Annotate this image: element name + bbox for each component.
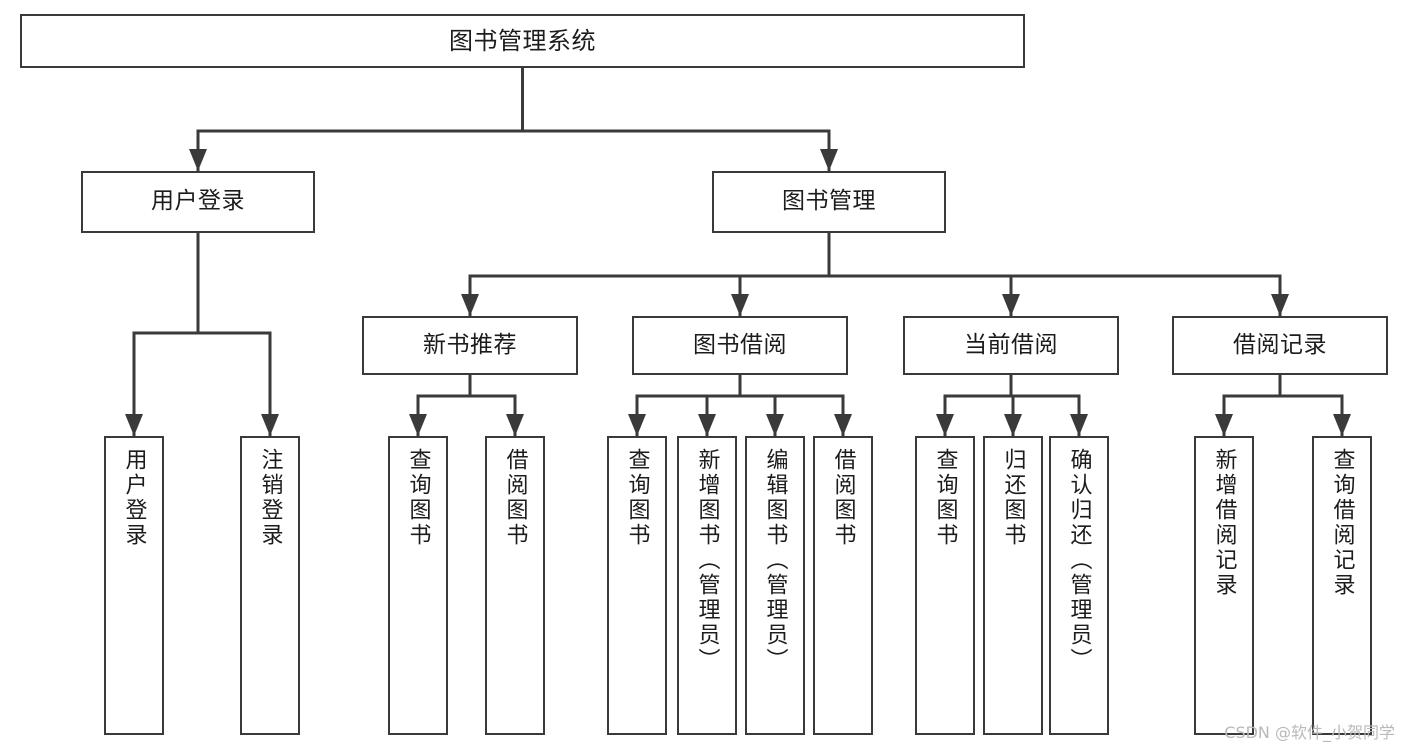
connector-arrowhead [1215,414,1233,436]
node-label-leaf-user-login: 用户登录 [121,448,147,548]
node-label-leaf-borrow-book-2: 借阅图书 [830,448,856,548]
connector-arrowhead [1004,414,1022,436]
connector-arrowhead [506,414,524,436]
connector-arrowhead [1002,294,1020,316]
node-label-current-borrow: 当前借阅 [964,331,1058,358]
node-leaf-borrow-book-2[interactable]: 借阅图书 [813,436,873,735]
connector-arrowhead [628,414,646,436]
node-leaf-borrow-book-1[interactable]: 借阅图书 [485,436,545,735]
connector-arrowhead [731,294,749,316]
node-leaf-add-borrow-record[interactable]: 新增借阅记录 [1194,436,1254,735]
node-current-borrow[interactable]: 当前借阅 [903,316,1119,375]
node-label-leaf-return-book: 归还图书 [1000,448,1026,548]
node-label-leaf-confirm-return: 确认归还（管理员） [1066,448,1092,673]
connector-arrowhead [834,414,852,436]
node-leaf-query-borrow-record[interactable]: 查询借阅记录 [1312,436,1372,735]
node-label-leaf-query-book-1: 查询图书 [405,448,431,548]
node-leaf-query-book-3[interactable]: 查询图书 [915,436,975,735]
connector-arrowhead [125,414,143,436]
node-label-user-login: 用户登录 [151,188,245,215]
node-label-leaf-add-book: 新增图书（管理员） [694,448,720,673]
node-book-borrow[interactable]: 图书借阅 [632,316,848,375]
connector-arrowhead [189,149,207,171]
connector-arrowhead [1333,414,1351,436]
node-leaf-return-book[interactable]: 归还图书 [983,436,1043,735]
node-label-leaf-query-book-3: 查询图书 [932,448,958,548]
node-label-leaf-borrow-book-1: 借阅图书 [502,448,528,548]
node-book-manage[interactable]: 图书管理 [712,171,946,233]
node-leaf-user-logout[interactable]: 注销登录 [240,436,300,735]
connector-arrowhead [1070,414,1088,436]
connector-arrowhead [1271,294,1289,316]
node-user-login[interactable]: 用户登录 [81,171,315,233]
node-new-book-recommend[interactable]: 新书推荐 [362,316,578,375]
connector-arrowhead [698,414,716,436]
connector-arrowhead [409,414,427,436]
node-root[interactable]: 图书管理系统 [20,14,1025,68]
connector-arrowhead [461,294,479,316]
node-label-leaf-query-borrow-record: 查询借阅记录 [1329,448,1355,598]
node-label-root: 图书管理系统 [449,26,596,55]
node-label-leaf-user-logout: 注销登录 [257,448,283,548]
node-label-borrow-record: 借阅记录 [1233,331,1327,358]
node-label-leaf-add-borrow-record: 新增借阅记录 [1211,448,1237,598]
connector-arrowhead [820,149,838,171]
node-label-book-manage: 图书管理 [782,188,876,215]
node-label-leaf-edit-book: 编辑图书（管理员） [762,448,788,673]
connector-arrowhead [261,414,279,436]
node-leaf-edit-book[interactable]: 编辑图书（管理员） [745,436,805,735]
connector-arrowhead [766,414,784,436]
node-label-book-borrow: 图书借阅 [693,331,787,358]
node-borrow-record[interactable]: 借阅记录 [1172,316,1388,375]
node-label-new-book-recommend: 新书推荐 [423,331,517,358]
node-leaf-confirm-return[interactable]: 确认归还（管理员） [1049,436,1109,735]
node-label-leaf-query-book-2: 查询图书 [624,448,650,548]
node-leaf-add-book[interactable]: 新增图书（管理员） [677,436,737,735]
watermark-label: CSDN @软件_小贺同学 [1224,723,1395,742]
node-leaf-query-book-1[interactable]: 查询图书 [388,436,448,735]
node-leaf-query-book-2[interactable]: 查询图书 [607,436,667,735]
connector-arrowhead [936,414,954,436]
node-leaf-user-login[interactable]: 用户登录 [104,436,164,735]
